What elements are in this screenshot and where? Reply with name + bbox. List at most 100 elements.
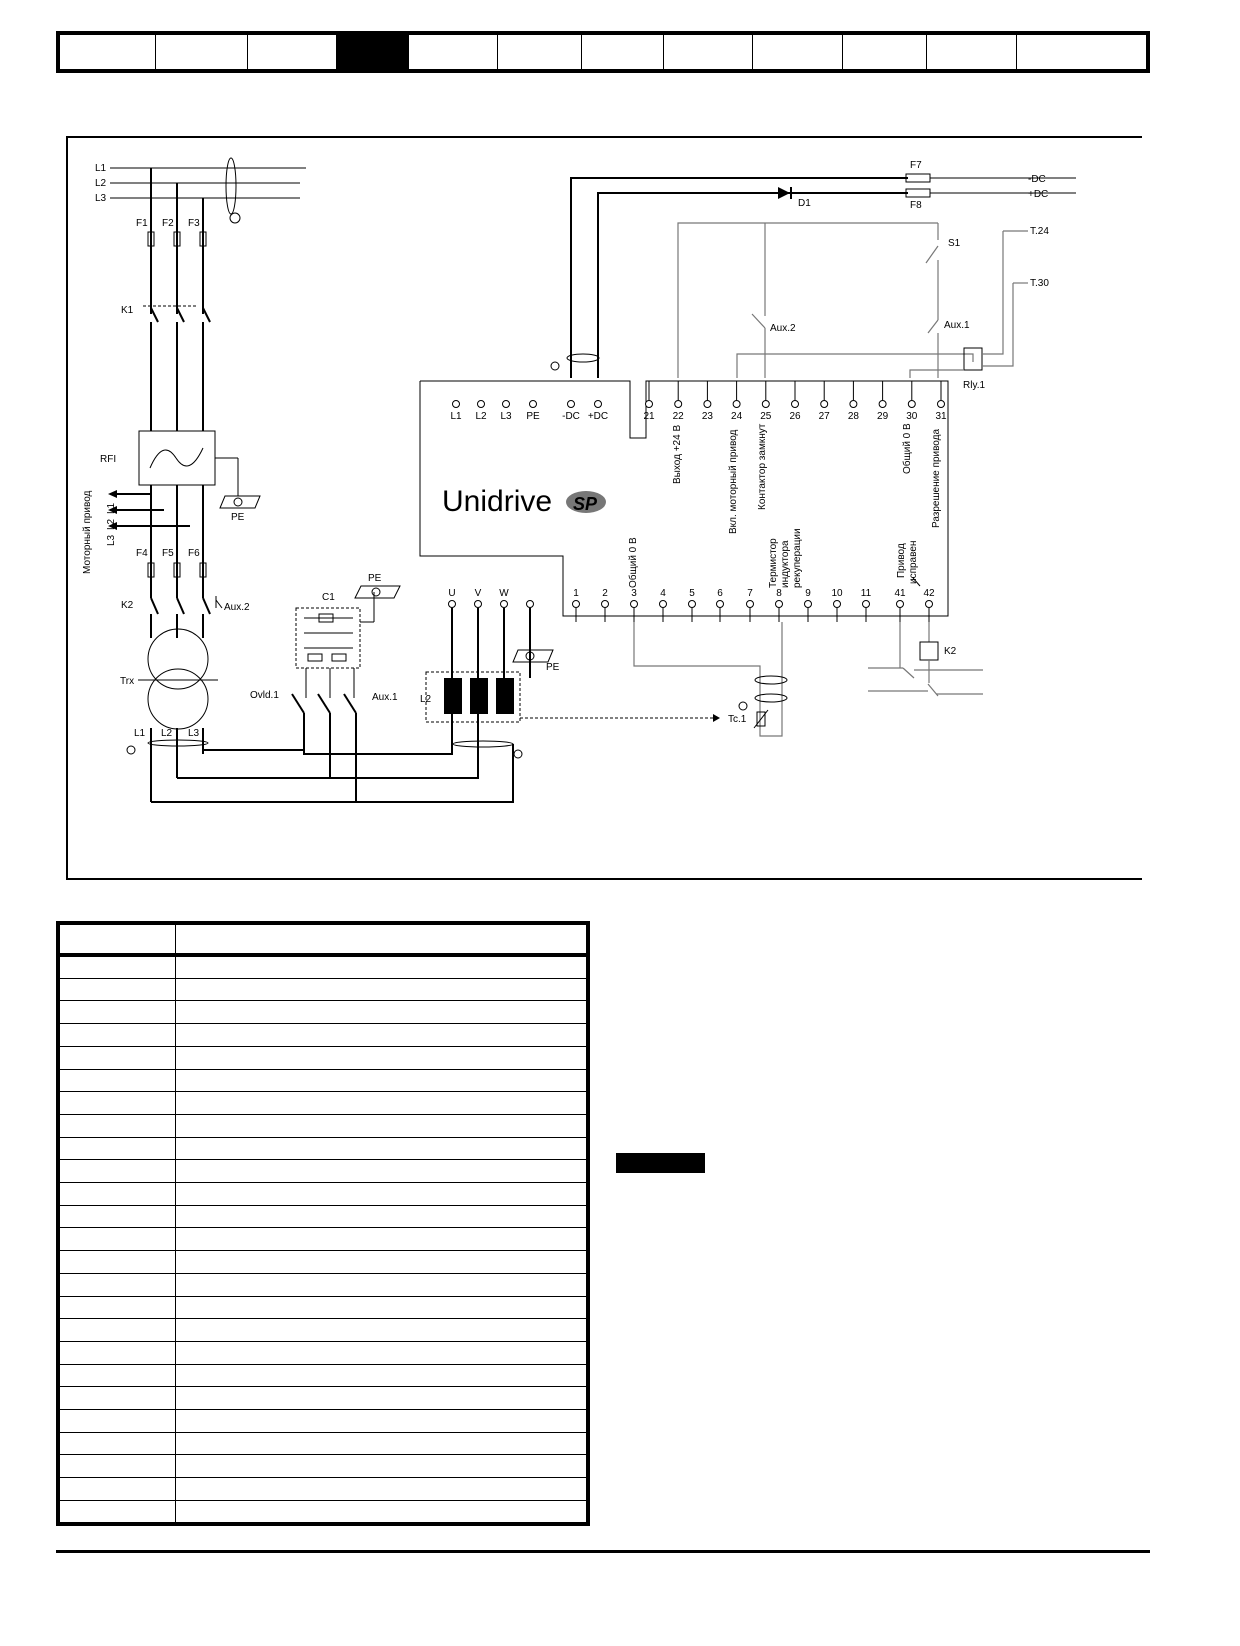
label-3: Общий 0 В [627,537,639,588]
trx-out-l3: L3 [188,728,200,739]
t30-label: T.30 [1030,278,1049,289]
control-top-28-label: 28 [848,411,860,422]
section-tab-4[interactable] [337,35,409,69]
dc-bus: F7 F8 -DC +DC D1 [550,160,1076,378]
data-table [56,921,590,1526]
drive-body: Unidrive SP [419,380,949,617]
power-3-label: L3 [500,411,512,422]
section-tab-5[interactable] [409,35,498,69]
table-row [60,1136,586,1138]
control-bottom-10-terminal [833,600,841,608]
contactor-k1: K1 [121,305,211,431]
output-label-V: V [475,588,482,599]
section-tab-6[interactable] [498,35,582,69]
table-row [60,1227,586,1229]
diode-label: D1 [798,198,811,209]
c1-label: C1 [322,592,335,603]
capacitor-c1: C1 PE [295,573,401,698]
overload-contacts: Ovld.1 Aux.1 [250,690,398,714]
aux2-right-label: Aux.2 [770,323,796,334]
lower-fuses-k2: F4 F5 F6 K2 Aux.2 [121,538,250,638]
table-row [60,1000,586,1002]
fuse-label-f3: F3 [188,218,200,229]
section-tab-7[interactable] [582,35,664,69]
dc-plus-label: +DC [1028,189,1048,200]
power-5-label: -DC [562,411,580,422]
control-top-28-terminal [849,400,858,408]
control-top-25-label: 25 [760,411,772,422]
control-bottom-8-label: 8 [776,588,782,599]
footer-rule [56,1550,1150,1553]
output-terminal-1 [448,600,456,608]
table-row [60,1477,586,1479]
control-top-26-terminal [791,400,799,408]
control-bottom-9-terminal [804,600,812,608]
control-top-29-label: 29 [877,411,889,422]
output-label-U: U [448,588,455,599]
wiring-diagram-svg: L1 L2 L3 F1 F2 F3 K1 RFI PE [82,157,1076,803]
table-row [60,1295,586,1297]
control-top-21-terminal [645,400,653,408]
control-top-24-label: 24 [731,411,743,422]
control-bottom-labels: Общий 0 В Термистор индуктора рекупераци… [627,528,921,588]
table-row [60,1045,586,1047]
section-tab-1[interactable] [60,35,156,69]
control-top-27-terminal [820,400,829,408]
label-8-line1: Термистор [768,538,779,588]
t24-label: T.24 [1030,226,1049,237]
table-row [60,1023,586,1025]
power-2-label: L2 [475,411,487,422]
section-tab-8[interactable] [664,35,753,69]
section-tab-9[interactable] [753,35,843,69]
fuse-label-f2: F2 [162,218,174,229]
table-row [60,1159,586,1161]
motor-l3-label: L3 [106,534,117,546]
section-tab-11[interactable] [927,35,1017,69]
dc-minus-label: -DC [1028,174,1046,185]
motor-drive-taps: Моторный привод L1 L2 L3 [82,485,204,574]
control-bottom-5-terminal [688,600,696,608]
table-row [60,1204,586,1206]
power-4-terminal [529,400,537,408]
label-25: Контактор замкнут [757,423,768,510]
supply-label-l1: L1 [95,163,107,174]
table-row [60,1068,586,1070]
control-bottom-6-terminal [716,600,724,608]
control-top-26-label: 26 [789,411,801,422]
supply-label-l3: L3 [95,193,107,204]
motor-l2-label: L2 [106,518,117,530]
power-1-label: L1 [450,411,462,422]
choke-l2: L2 PE [420,649,720,723]
table-row [60,1318,586,1320]
section-tab-12[interactable] [1017,35,1106,69]
f8-label: F8 [910,200,922,211]
control-top-23-terminal [703,400,712,408]
section-tab-10[interactable] [843,35,927,69]
supply-label-l2: L2 [95,178,107,189]
control-top-31-label: 31 [935,411,947,422]
label-22: Выход +24 В [672,425,683,484]
control-top-30-terminal [907,400,916,408]
fuse-label-f5: F5 [162,548,174,559]
label-8-line3: рекуперации [792,528,803,588]
table-row [60,1386,586,1388]
rfi-pe-label: PE [231,512,245,523]
table-row [60,1091,586,1093]
power-6-terminal [594,400,602,408]
control-top-22-label: 22 [673,411,685,422]
section-tab-2[interactable] [156,35,248,69]
power-3-terminal [502,400,510,408]
tc1-label: Tc.1 [728,714,747,725]
section-tab-3[interactable] [248,35,337,69]
drive-brand-mark: SP [573,494,598,514]
control-top-22-terminal [674,400,683,408]
table-row [60,977,586,979]
control-bottom-41-terminal [896,600,904,608]
wiring-diagram: L1 L2 L3 F1 F2 F3 K1 RFI PE [66,136,1142,880]
drive-brand: Unidrive [442,485,552,518]
control-bottom-8-terminal [775,600,783,608]
control-top-25-terminal [761,400,770,408]
